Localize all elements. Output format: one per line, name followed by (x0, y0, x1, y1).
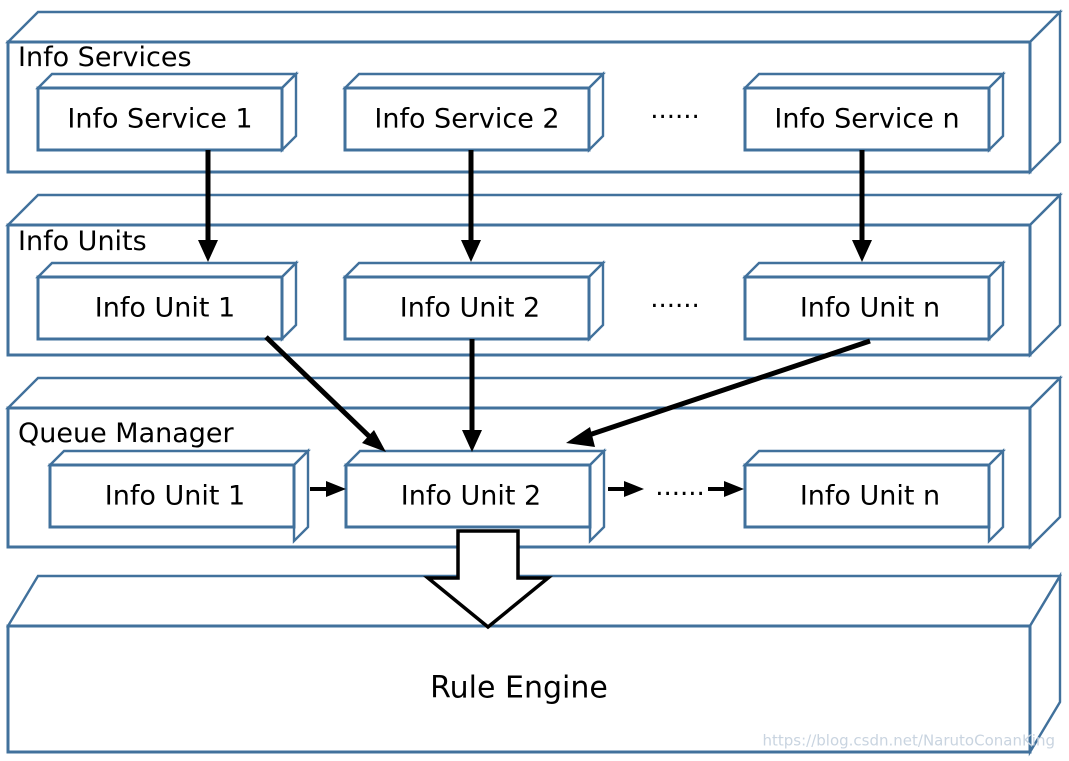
queue-manager-ellipsis: ······ (655, 480, 705, 510)
connector-unit1-to-queue2 (264, 335, 386, 452)
node-info-unit-2[interactable]: Info Unit 2 (342, 260, 606, 342)
connector-queue2-to-ellipsis (608, 481, 644, 497)
node-info-service-1-front-face (36, 86, 284, 152)
group-info-units-right-face (1028, 192, 1062, 358)
node-info-service-2-top-face (342, 72, 606, 90)
node-info-service-2-right-face (587, 71, 605, 153)
node-info-unit-n-top-face (742, 261, 1006, 279)
node-queue-info-unit-n-front-face (743, 463, 991, 529)
node-queue-info-unit-2[interactable]: Info Unit 2 (343, 448, 607, 544)
node-queue-info-unit-2-right-face (588, 448, 606, 544)
node-info-service-1-right-face (280, 71, 298, 153)
node-queue-info-unit-1-top-face (47, 449, 311, 467)
node-info-service-2[interactable]: Info Service 2 (342, 71, 606, 153)
group-queue-manager-label: Queue Manager (18, 418, 235, 449)
node-info-service-n-front-face (743, 86, 991, 152)
node-info-unit-2-right-face (587, 260, 605, 342)
connector-svc1-to-unit1 (198, 150, 218, 262)
node-info-unit-2-label: Info Unit 2 (400, 293, 540, 324)
group-info-services-right-face (1028, 9, 1062, 175)
node-info-service-n-right-face (987, 71, 1005, 153)
connector-unitn-to-queue2 (566, 338, 871, 447)
group-info-units[interactable]: Info Units Info Unit 1 Info Unit 2 ·····… (5, 192, 1063, 358)
node-queue-info-unit-2-label: Info Unit 2 (401, 481, 541, 512)
connector-svcn-to-unitn (852, 150, 872, 262)
connector-unit2-to-queue2 (462, 339, 482, 452)
node-queue-info-unit-n-top-face (742, 449, 1006, 467)
node-info-unit-n-label: Info Unit n (800, 293, 940, 324)
node-queue-info-unit-1-label: Info Unit 1 (105, 481, 245, 512)
connector-queue-to-rule-engine (423, 529, 553, 630)
node-info-service-n-label: Info Service n (774, 104, 959, 135)
node-info-service-1-label: Info Service 1 (67, 104, 252, 135)
group-info-services-label: Info Services (18, 42, 192, 73)
connector-queue1-to-queue2 (310, 481, 346, 497)
node-info-unit-1-label: Info Unit 1 (95, 293, 235, 324)
group-rule-engine[interactable]: Rule Engine (5, 571, 1063, 757)
group-rule-engine-front-face (6, 624, 1032, 754)
node-queue-info-unit-1-front-face (48, 463, 296, 529)
group-queue-manager[interactable]: Queue Manager Info Unit 1 Info Unit 2 ··… (5, 375, 1063, 550)
node-queue-info-unit-2-front-face (344, 463, 592, 529)
node-info-unit-2-front-face (343, 275, 591, 341)
node-info-unit-n-front-face (743, 275, 991, 341)
info-units-ellipsis: ······ (650, 292, 700, 322)
node-info-unit-n-right-face (987, 260, 1005, 342)
node-queue-info-unit-n[interactable]: Info Unit n (742, 448, 1006, 544)
node-info-unit-1-front-face (36, 275, 284, 341)
node-info-service-1[interactable]: Info Service 1 (35, 71, 299, 153)
node-rule-engine-label: Rule Engine (430, 671, 608, 706)
group-info-units-label: Info Units (18, 226, 147, 257)
group-info-services[interactable]: Info Services Info Service 1 Info Servic… (5, 9, 1063, 175)
node-info-unit-n[interactable]: Info Unit n (742, 260, 1006, 342)
watermark-text: https://blog.csdn.net/NarutoConanKing (763, 732, 1056, 750)
node-info-unit-1[interactable]: Info Unit 1 (35, 260, 299, 342)
node-info-service-2-front-face (343, 86, 591, 152)
group-info-services-top-face (5, 10, 1063, 44)
node-info-unit-1-right-face (280, 260, 298, 342)
node-queue-info-unit-n-label: Info Unit n (800, 481, 940, 512)
group-queue-manager-right-face (1028, 375, 1062, 550)
group-queue-manager-top-face (5, 376, 1063, 410)
node-info-unit-1-top-face (35, 261, 299, 279)
node-queue-info-unit-n-right-face (987, 448, 1005, 544)
node-info-service-2-label: Info Service 2 (374, 104, 559, 135)
connector-svc2-to-unit2 (461, 150, 481, 262)
node-info-unit-2-top-face (342, 261, 606, 279)
node-queue-info-unit-2-top-face (343, 449, 607, 467)
connector-ellipsis-to-queuen (708, 481, 744, 497)
node-info-service-1-top-face (35, 72, 299, 90)
node-queue-info-unit-1-right-face (292, 448, 310, 544)
group-info-units-top-face (5, 193, 1063, 227)
node-info-service-n[interactable]: Info Service n (742, 71, 1006, 153)
info-services-ellipsis: ······ (650, 103, 700, 133)
node-info-service-n-top-face (742, 72, 1006, 90)
node-queue-info-unit-1[interactable]: Info Unit 1 (47, 448, 311, 544)
